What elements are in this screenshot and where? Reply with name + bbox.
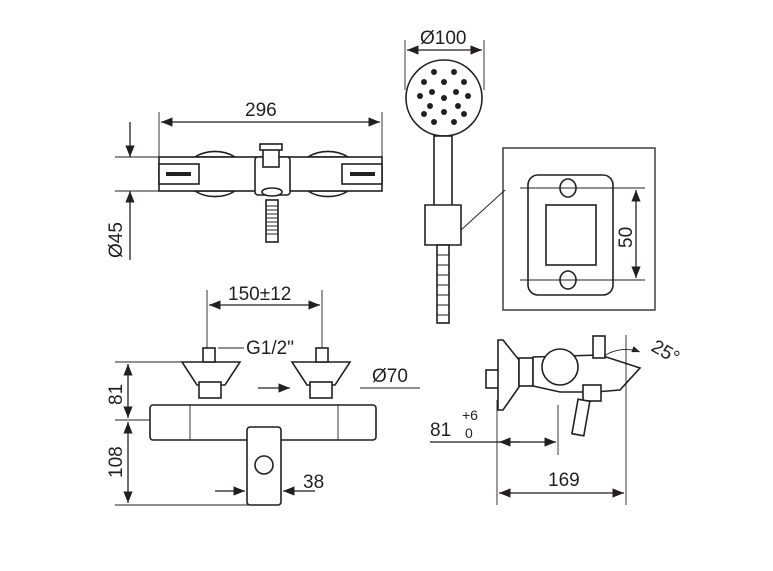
flange-diameter-label: Ø70 <box>372 366 408 387</box>
holder-spacing-label: 50 <box>616 227 637 248</box>
thread-label: G1/2" <box>246 338 294 359</box>
front-view: 150±12 G1/2" Ø70 81 108 38 <box>106 284 420 506</box>
hand-shower-view: Ø100 <box>404 28 506 324</box>
upper-height-label: 81 <box>106 384 127 405</box>
inlet-spacing-label: 150±12 <box>228 284 291 305</box>
tolerance-lower: 0 <box>465 425 473 441</box>
width-label: 296 <box>245 100 277 121</box>
diameter-label: Ø45 <box>106 222 127 258</box>
lower-height-label: 108 <box>106 446 127 478</box>
shower-diameter-label: Ø100 <box>420 28 466 49</box>
tolerance-upper: +6 <box>462 407 478 423</box>
holder-detail: 50 <box>502 147 656 311</box>
angle-label: 25° <box>648 336 683 369</box>
depth-label: 81 <box>430 420 451 441</box>
spout-label: 38 <box>303 472 324 493</box>
top-view: 296 Ø45 <box>106 100 383 260</box>
total-depth-label: 169 <box>548 470 580 491</box>
side-view: 25° 81 +6 0 169 <box>430 335 683 505</box>
